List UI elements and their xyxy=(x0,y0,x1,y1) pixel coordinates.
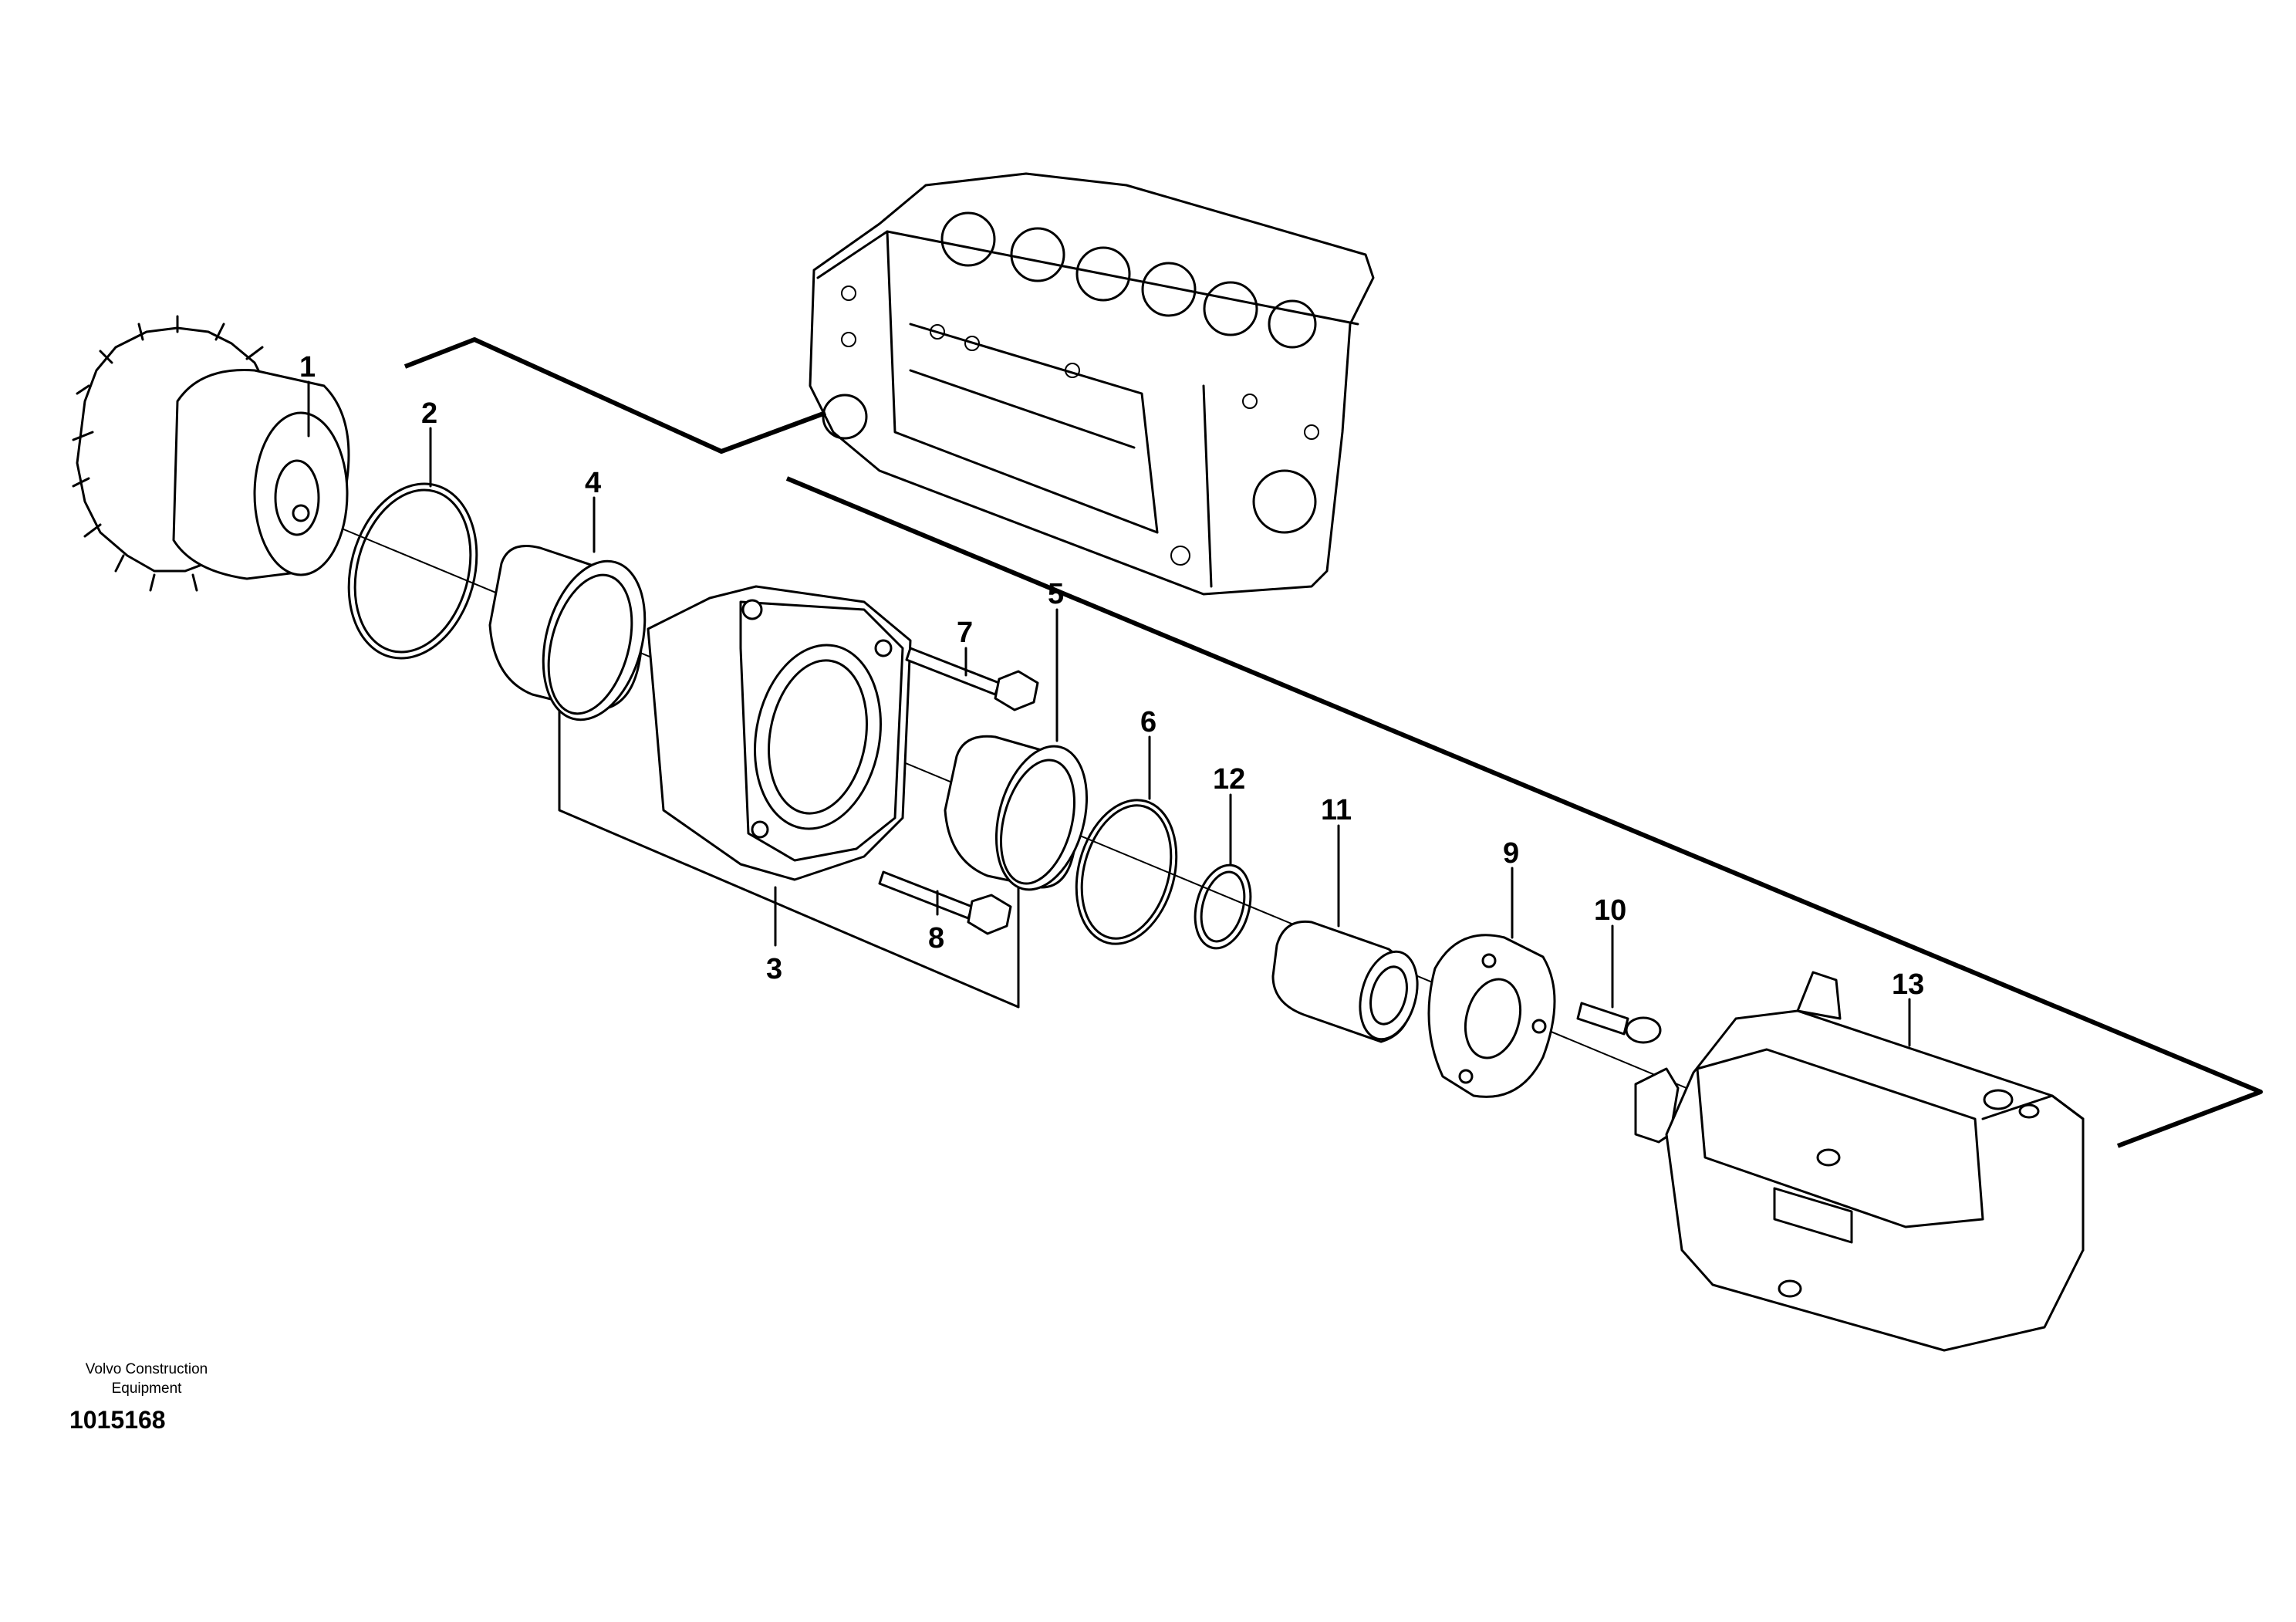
callout-4: 4 xyxy=(585,467,601,499)
part-3-housing xyxy=(647,585,912,881)
part-10-screw xyxy=(1576,1002,1662,1044)
part-12-snap-ring xyxy=(1194,863,1252,950)
assembly-bracket-lines xyxy=(403,337,2263,1148)
callout-7: 7 xyxy=(957,617,973,649)
callout-6: 6 xyxy=(1140,706,1156,738)
part-13-pump xyxy=(1634,971,2085,1352)
callout-3: 3 xyxy=(766,953,782,985)
part-11-coupling xyxy=(1271,920,1419,1043)
callout-11: 11 xyxy=(1321,794,1352,826)
drawing-number: 1015168 xyxy=(69,1406,166,1434)
part-1-gear xyxy=(72,315,350,592)
callout-8: 8 xyxy=(928,922,944,955)
leader-lines xyxy=(307,380,1911,1047)
callout-9: 9 xyxy=(1503,837,1519,870)
company-line-1: Volvo Construction xyxy=(85,1361,208,1377)
company-line-2: Equipment xyxy=(111,1380,182,1397)
callout-labels: 1 2 4 3 7 8 5 6 12 11 9 10 13 xyxy=(299,351,1924,1001)
callout-13: 13 xyxy=(1892,968,1924,1001)
callout-10: 10 xyxy=(1594,894,1626,927)
engine-block xyxy=(809,172,1375,596)
callout-1: 1 xyxy=(299,351,316,384)
callout-5: 5 xyxy=(1048,578,1064,610)
company-caption: Volvo Construction Equipment xyxy=(54,1360,239,1398)
part-7-bolt xyxy=(905,647,1039,711)
part-4-bushing xyxy=(488,545,647,721)
part-9-flange xyxy=(1427,934,1556,1098)
part-8-bolt xyxy=(878,870,1012,935)
callout-2: 2 xyxy=(421,397,437,430)
part-5-bushing xyxy=(944,735,1089,891)
callout-12: 12 xyxy=(1213,763,1245,796)
part-6-o-ring xyxy=(1075,799,1178,945)
part-2-o-ring xyxy=(347,482,478,660)
